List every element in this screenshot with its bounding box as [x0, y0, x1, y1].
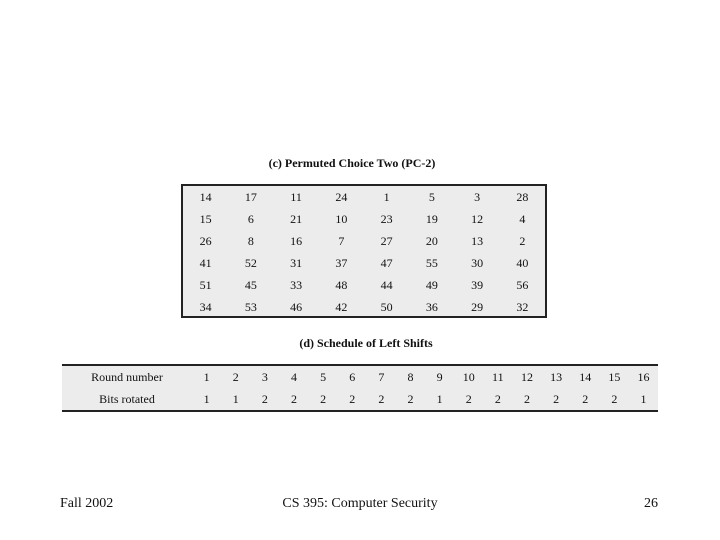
round-number-cell: 13 — [550, 369, 563, 384]
round-number-cell: 1 — [203, 369, 210, 384]
round-number-cell: 9 — [436, 369, 443, 384]
pc2-cell: 7 — [338, 233, 345, 248]
pc2-cell: 1 — [383, 189, 390, 204]
pc2-cell: 41 — [199, 255, 212, 270]
pc2-cell: 4 — [519, 211, 526, 226]
round-number-cell: 5 — [320, 369, 327, 384]
pc2-cell: 31 — [290, 255, 303, 270]
bits-rotated-cell: 2 — [320, 391, 327, 406]
pc2-cell: 27 — [380, 233, 393, 248]
bits-rotated-cell: 2 — [261, 391, 268, 406]
pc2-cell: 42 — [335, 299, 348, 314]
pc2-cell: 33 — [290, 277, 303, 292]
pc2-cell: 46 — [290, 299, 303, 314]
pc2-cell: 16 — [290, 233, 303, 248]
bits-rotated-cell: 2 — [407, 391, 414, 406]
pc2-cell: 52 — [244, 255, 257, 270]
pc2-row: 26 8 16 7 27 20 13 2 — [183, 230, 545, 252]
pc2-cell: 14 — [199, 189, 212, 204]
pc2-cell: 12 — [471, 211, 484, 226]
pc2-cell: 48 — [335, 277, 348, 292]
bits-rotated-cell: 2 — [378, 391, 385, 406]
bits-rotated-row: Bits rotated 1 1 2 2 2 2 2 2 1 2 2 2 2 2 2 1 — [62, 388, 658, 410]
round-number-cell: 12 — [520, 369, 533, 384]
footer-page-number: 26 — [644, 496, 658, 511]
round-number-cell: 16 — [637, 369, 650, 384]
footer-date: Fall 2002 — [60, 496, 114, 511]
bits-rotated-cell: 2 — [494, 391, 501, 406]
bits-rotated-cell: 1 — [232, 391, 239, 406]
pc2-cell: 13 — [471, 233, 484, 248]
bits-rotated-cell: 2 — [465, 391, 472, 406]
bits-rotated-cell: 2 — [553, 391, 560, 406]
pc2-cell: 56 — [516, 277, 529, 292]
pc2-cell: 53 — [244, 299, 257, 314]
pc2-cell: 34 — [199, 299, 212, 314]
pc2-cell: 49 — [425, 277, 438, 292]
pc2-cell: 40 — [516, 255, 529, 270]
pc2-cell: 37 — [335, 255, 348, 270]
pc2-row: 51 45 33 48 44 49 39 56 — [183, 274, 545, 296]
bits-rotated-cell: 2 — [611, 391, 618, 406]
pc2-cell: 55 — [425, 255, 438, 270]
round-number-cell: 4 — [290, 369, 297, 384]
shift-schedule-caption: (d) Schedule of Left Shifts — [299, 336, 433, 350]
bits-rotated-cell: 2 — [523, 391, 530, 406]
pc2-cell: 2 — [519, 233, 526, 248]
pc2-cell: 45 — [244, 277, 257, 292]
pc2-cell: 44 — [380, 277, 393, 292]
round-number-cell: 11 — [492, 369, 504, 384]
pc2-row: 15 6 21 10 23 19 12 4 — [183, 208, 545, 230]
round-number-cell: 7 — [378, 369, 385, 384]
pc2-cell: 21 — [290, 211, 303, 226]
pc2-cell: 11 — [290, 189, 302, 204]
bits-rotated-cell: 2 — [290, 391, 297, 406]
pc2-cell: 29 — [471, 299, 484, 314]
pc2-cell: 26 — [199, 233, 212, 248]
bits-rotated-cell: 1 — [436, 391, 443, 406]
pc2-cell: 10 — [335, 211, 348, 226]
footer-course: CS 395: Computer Security — [282, 496, 438, 511]
pc2-caption: (c) Permuted Choice Two (PC-2) — [268, 156, 436, 170]
pc2-cell: 50 — [380, 299, 393, 314]
pc2-row: 34 53 46 42 50 36 29 32 — [183, 296, 545, 318]
bits-rotated-cell: 2 — [349, 391, 356, 406]
bits-rotated-cell: 1 — [640, 391, 647, 406]
pc2-cell: 17 — [244, 189, 257, 204]
pc2-cell: 51 — [199, 277, 212, 292]
pc2-cell: 15 — [199, 211, 212, 226]
pc2-cell: 20 — [425, 233, 438, 248]
pc2-cell: 28 — [516, 189, 529, 204]
pc2-cell: 3 — [474, 189, 481, 204]
round-number-cell: 3 — [261, 369, 268, 384]
round-number-cell: 14 — [579, 369, 592, 384]
round-number-label: Round number — [91, 369, 163, 384]
pc2-cell: 47 — [380, 255, 393, 270]
pc2-cell: 30 — [471, 255, 484, 270]
bits-rotated-label: Bits rotated — [99, 391, 155, 406]
round-number-cell: 2 — [232, 369, 239, 384]
pc2-cell: 19 — [425, 211, 438, 226]
pc2-row: 14 17 11 24 1 5 3 28 — [183, 186, 545, 208]
pc2-cell: 36 — [425, 299, 438, 314]
pc2-cell: 8 — [247, 233, 254, 248]
pc2-cell: 23 — [380, 211, 393, 226]
pc2-cell: 5 — [428, 189, 435, 204]
round-number-cell: 10 — [462, 369, 475, 384]
pc2-cell: 6 — [247, 211, 254, 226]
round-number-cell: 6 — [349, 369, 356, 384]
bits-rotated-cell: 2 — [582, 391, 589, 406]
pc2-row: 41 52 31 37 47 55 30 40 — [183, 252, 545, 274]
pc2-cell: 39 — [471, 277, 484, 292]
round-number-cell: 15 — [608, 369, 621, 384]
bits-rotated-cell: 1 — [203, 391, 210, 406]
pc2-cell: 32 — [516, 299, 529, 314]
round-number-cell: 8 — [407, 369, 414, 384]
pc2-cell: 24 — [335, 189, 348, 204]
